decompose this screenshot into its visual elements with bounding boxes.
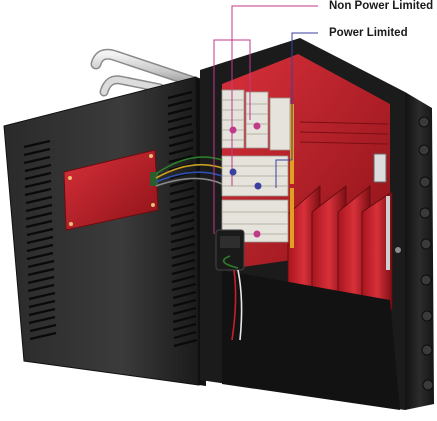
door-vent-left (23, 139, 57, 341)
screw (395, 247, 401, 253)
callout-power-limited: Power Limited (329, 27, 408, 39)
callout-dots (229, 122, 262, 238)
side-knockouts (418, 116, 434, 391)
back-panel-louvers (299, 121, 389, 145)
callout-lines (213, 5, 318, 234)
transformer (215, 229, 245, 271)
conduit-pipe (90, 48, 218, 97)
door-vent-right (167, 90, 198, 348)
mounting-rail (386, 196, 390, 270)
terminal-module (373, 153, 387, 183)
heat-sink-fins (287, 185, 393, 311)
door-circuit-board (63, 149, 159, 231)
cabinet-door (3, 76, 206, 386)
wiring-harness (155, 156, 243, 341)
callout-non-power-limited: Non Power Limited (329, 0, 434, 12)
